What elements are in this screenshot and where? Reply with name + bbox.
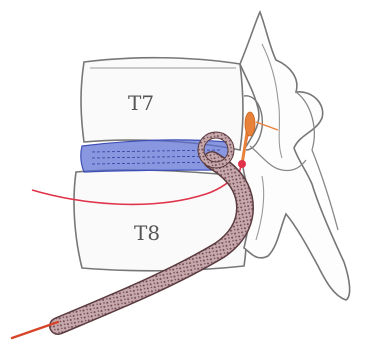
nerve-root-node	[238, 160, 246, 168]
posterior-elements	[240, 12, 350, 300]
label-t8: T8	[134, 221, 160, 245]
dorsal-root-ganglion	[245, 112, 255, 136]
label-t7: T7	[128, 91, 154, 115]
